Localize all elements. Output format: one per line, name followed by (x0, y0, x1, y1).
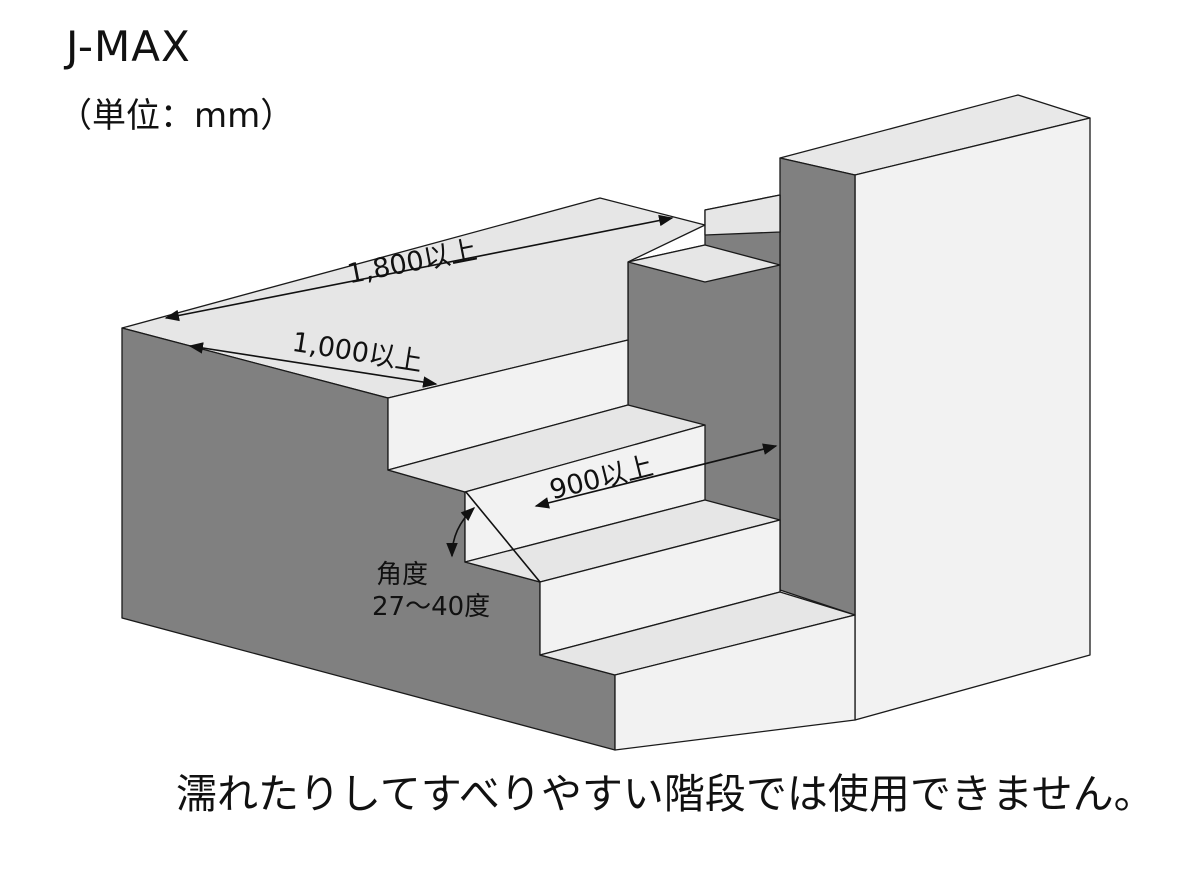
dim-line-900 (534, 443, 778, 509)
upper-step-top-2 (704, 194, 781, 236)
angle-arc (446, 507, 476, 558)
right-block-side (779, 157, 856, 616)
right-block-front (854, 117, 1091, 721)
angle-title: 角度 (376, 560, 429, 590)
angle-range: 27～40度 (372, 591, 491, 622)
base-front (614, 614, 856, 751)
angle-label: 角度 27～40度 (372, 560, 490, 623)
dim-line-1000 (188, 342, 438, 388)
unit-label: （単位：mm） (58, 96, 295, 136)
page-title: J-MAX (66, 22, 191, 71)
dim-line-1800 (164, 214, 674, 322)
footer-note: 濡れたりしてすべりやすい階段では使用できません。 (176, 770, 1155, 818)
angle-slope-line (465, 491, 541, 583)
